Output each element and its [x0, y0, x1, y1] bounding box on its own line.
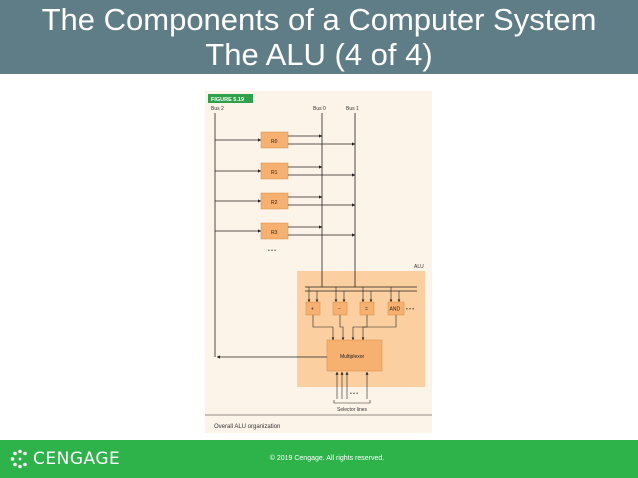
register-ellipsis: • • •: [268, 248, 276, 254]
alu-figure: FIGURE 5.19 Bus 2 Bus 0 Bus 1 ALU: [205, 91, 432, 433]
figure-caption: Overall ALU organization: [214, 424, 280, 430]
register-r1: [215, 162, 356, 180]
operation-inputs: [307, 287, 401, 303]
op-subtract-label: −: [338, 307, 341, 313]
register-r1-label: R1: [271, 170, 278, 176]
bus0-label: Bus 0: [313, 106, 326, 112]
bus2-label: Bus 2: [211, 106, 224, 112]
multiplexor-box: [326, 339, 383, 372]
register-r0-label: R0: [271, 139, 278, 145]
copyright-notice: © 2019 Cengage. All rights reserved.: [269, 455, 385, 462]
op-add-label: +: [311, 307, 314, 313]
slide-title: The Components of a Computer System: [41, 2, 597, 37]
cengage-logo-text: CENGAGE: [33, 449, 121, 469]
register-r3: [215, 222, 356, 240]
operations-ellipsis: • • •: [406, 307, 414, 313]
operation-outputs: [312, 315, 397, 341]
bus1-label: Bus 1: [346, 106, 359, 112]
slide-subtitle: The ALU (4 of 4): [205, 37, 433, 72]
footer-bar: CENGAGE © 2019 Cengage. All rights reser…: [0, 440, 638, 478]
figure-label: FIGURE 5.19: [211, 97, 244, 103]
multiplexor-label: Multiplexor: [340, 354, 365, 360]
alu-label: ALU: [414, 264, 424, 270]
cengage-logo-icon: [10, 449, 27, 469]
register-r2-label: R2: [271, 200, 278, 206]
selector-lines: [335, 371, 369, 399]
title-bar: The Components of a Computer System The …: [0, 0, 638, 74]
register-r2: [215, 192, 356, 210]
register-r3-label: R3: [271, 230, 278, 236]
selector-bracket: [333, 400, 371, 404]
op-and-label: AND: [390, 307, 401, 313]
op-equal-label: =: [365, 307, 368, 313]
selector-label: Selector lines: [337, 407, 368, 413]
alu-diagram: FIGURE 5.19 Bus 2 Bus 0 Bus 1 ALU: [205, 94, 432, 430]
selector-ellipsis: • • •: [350, 391, 358, 397]
register-r0: [215, 131, 356, 149]
figure-label-badge: [208, 94, 253, 103]
